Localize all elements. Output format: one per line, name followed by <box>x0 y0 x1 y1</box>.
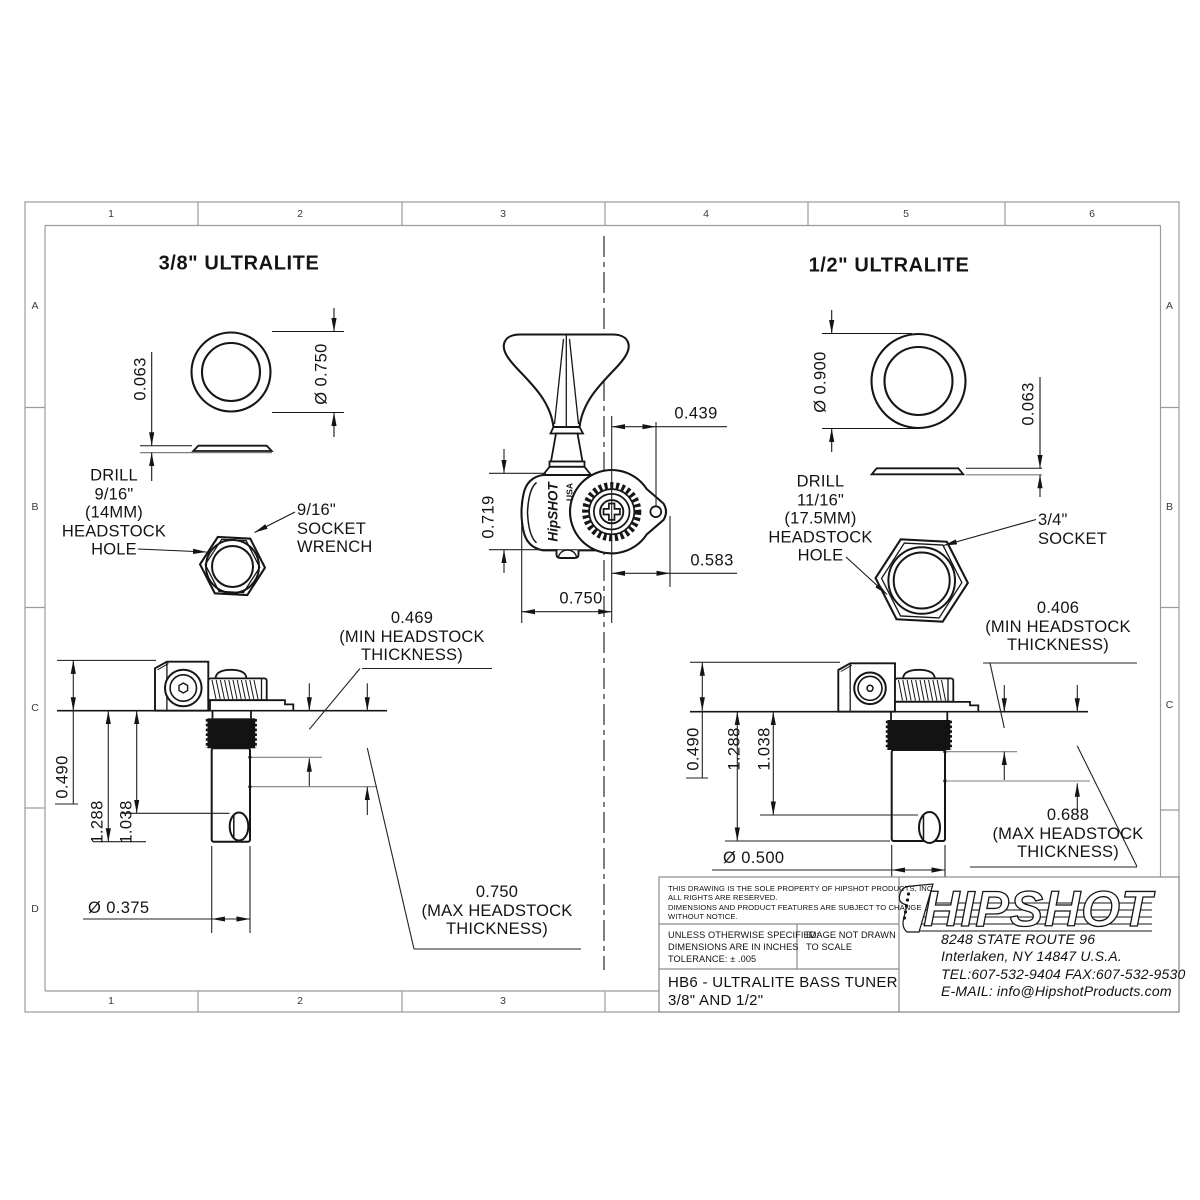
right-drill-note: DRILL 11/16" (17.5MM) HEADSTOCK HOLE <box>768 472 873 565</box>
left-post-view <box>57 659 387 843</box>
right-height-label: 0.490 <box>684 727 703 771</box>
hipshot-logo: HIPSHOT <box>898 880 1156 938</box>
sheet-frame <box>24 201 1180 1013</box>
left-post-dimensions <box>55 660 581 950</box>
right-length-label: 1.288 <box>725 727 743 771</box>
center-width-label: 0.750 <box>559 589 603 608</box>
zone-row-b-right: B <box>1165 501 1174 513</box>
tuner-dimensions <box>489 416 737 623</box>
left-washer-view <box>140 308 344 481</box>
zone-col-2-top: 2 <box>297 208 303 220</box>
right-hole-dist-label: 1.038 <box>755 727 773 771</box>
left-max-note: 0.750 (MAX HEADSTOCK THICKNESS) <box>421 883 573 939</box>
zone-col-3-top: 3 <box>500 208 506 220</box>
right-washer-od-label: Ø 0.900 <box>811 351 829 413</box>
zone-col-5-top: 5 <box>903 208 909 220</box>
zone-row-a-right: A <box>1165 300 1174 312</box>
left-hole-dist-label: 1.038 <box>117 800 136 844</box>
zone-row-a-left: A <box>31 300 39 312</box>
title-block-spec: UNLESS OTHERWISE SPECIFIED: DIMENSIONS A… <box>668 930 820 964</box>
zone-row-b-left: B <box>31 501 39 513</box>
left-post-dia-label: Ø 0.375 <box>88 899 150 917</box>
right-min-note: 0.406 (MIN HEADSTOCK THICKNESS) <box>985 599 1131 655</box>
title-block-legal: THIS DRAWING IS THE SOLE PROPERTY OF HIP… <box>668 884 935 921</box>
title-block-scale-note: IMAGE NOT DRAWN TO SCALE <box>806 930 896 952</box>
left-washer-thickness-label: 0.063 <box>131 357 150 401</box>
right-washer-view <box>822 310 1043 497</box>
right-post-view <box>690 661 1088 844</box>
left-view-title: 3/8" ULTRALITE <box>158 252 320 275</box>
right-hex-nut-view <box>845 518 1037 623</box>
left-hex-nut-view <box>137 511 296 597</box>
zone-row-c-right: C <box>1165 699 1174 711</box>
zone-col-2-bottom: 2 <box>297 995 303 1007</box>
left-min-note: 0.469 (MIN HEADSTOCK THICKNESS) <box>339 609 485 665</box>
center-offset-label: 0.439 <box>674 404 718 423</box>
zone-col-3-bottom: 3 <box>500 995 506 1007</box>
zone-col-6-top: 6 <box>1089 208 1095 220</box>
title-block-address: 8248 STATE ROUTE 96 Interlaken, NY 14847… <box>941 931 1186 999</box>
zone-col-1-bottom: 1 <box>108 995 114 1007</box>
right-view-title: 1/2" ULTRALITE <box>808 254 970 277</box>
right-washer-thickness-label: 0.063 <box>1019 382 1037 426</box>
left-washer-od-label: Ø 0.750 <box>312 343 331 405</box>
center-body-height-label: 0.719 <box>479 495 498 539</box>
left-height-label: 0.490 <box>53 755 72 799</box>
left-drill-note: DRILL 9/16" (14MM) HEADSTOCK HOLE <box>61 466 167 559</box>
svg-text:HIPSHOT: HIPSHOT <box>923 881 1156 937</box>
zone-row-d-left: D <box>31 903 39 915</box>
right-post-dimensions <box>686 662 1138 884</box>
zone-row-c-left: C <box>31 702 39 714</box>
zone-col-4-top: 4 <box>703 208 709 220</box>
headstock-icon <box>898 883 934 933</box>
right-max-note: 0.688 (MAX HEADSTOCK THICKNESS) <box>992 806 1144 862</box>
left-length-label: 1.288 <box>88 800 107 844</box>
svg-text:HipSHOT: HipSHOT <box>546 481 561 542</box>
right-socket-note: 3/4" SOCKET <box>1038 511 1108 548</box>
center-plate-label: 0.583 <box>690 551 734 570</box>
right-post-dia-label: Ø 0.500 <box>723 849 785 867</box>
title-block-part-title: HB6 - ULTRALITE BASS TUNER 3/8" AND 1/2" <box>668 974 898 1009</box>
svg-text:USA: USA <box>565 483 575 501</box>
zone-col-1-top: 1 <box>108 208 114 220</box>
left-socket-note: 9/16" SOCKET WRENCH <box>297 501 373 557</box>
tuner-side-view <box>502 333 668 559</box>
